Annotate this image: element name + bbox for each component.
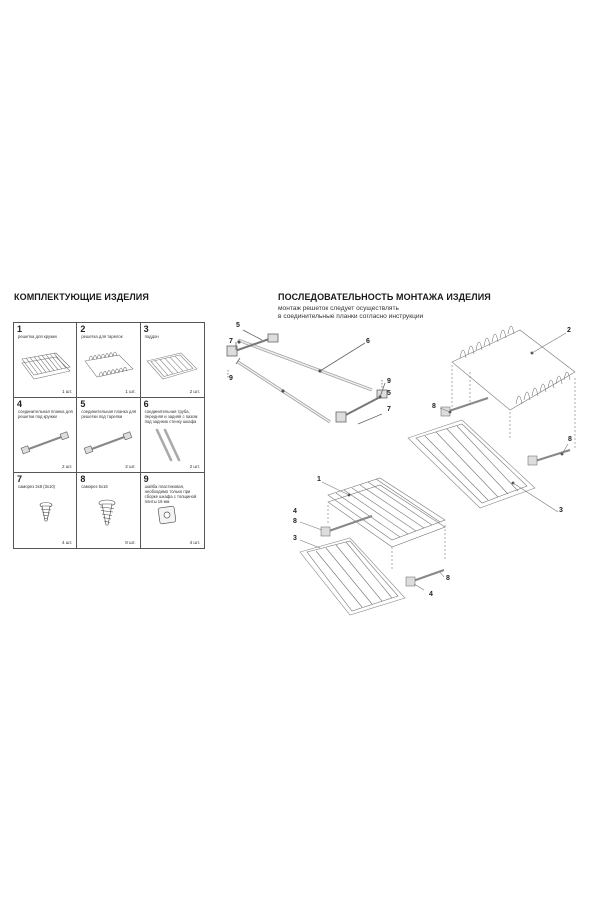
callout-4: 4 xyxy=(293,508,297,515)
callout-5: 5 xyxy=(387,390,391,397)
cup-rack-icon xyxy=(21,352,71,380)
screw-small-icon xyxy=(39,502,53,522)
part-label: саморез 3х8 (3х10) xyxy=(18,484,56,489)
part-number: 8 xyxy=(80,474,86,484)
callout-1: 1 xyxy=(317,476,321,483)
part-number: 3 xyxy=(143,324,149,334)
part-cell-3: 3 поддон 2 шт. xyxy=(140,323,204,398)
callout-7: 7 xyxy=(387,406,391,413)
callout-8: 8 xyxy=(568,436,572,443)
tubes-icon xyxy=(155,428,180,462)
assembly-note: монтаж решеток следует осуществлять в со… xyxy=(278,305,423,322)
part-qty: 1 шт. xyxy=(61,389,73,394)
screw-large-icon xyxy=(99,499,116,526)
callout-4: 4 xyxy=(429,591,433,598)
part-label: решетка для кружек xyxy=(18,334,58,339)
plate-rack-icon xyxy=(84,351,134,378)
plastic-washer-icon xyxy=(157,505,176,525)
part-label: шайба пластиковая, необходимо только при… xyxy=(144,484,197,504)
part-qty: 4 шт. xyxy=(189,540,200,545)
diagram-step-3 xyxy=(299,477,446,616)
part-label: саморез 5х16 xyxy=(81,484,108,489)
callout-9: 9 xyxy=(229,375,233,382)
callout-3: 3 xyxy=(293,535,297,542)
part-number: 6 xyxy=(143,399,149,409)
part-qty: 2 шт. xyxy=(189,464,200,469)
part-qty: 1 шт. xyxy=(125,389,136,394)
callout-6: 6 xyxy=(366,338,370,345)
part-number: 5 xyxy=(80,399,86,409)
callout-9: 9 xyxy=(387,378,391,385)
part-cell-2: 2 решетка для тарелок 1 шт. xyxy=(77,323,141,398)
part-qty: 4 шт. xyxy=(61,540,73,545)
part-number: 2 xyxy=(80,324,86,334)
part-label: соединительная труба, передняя и задняя … xyxy=(144,409,198,424)
part-cell-9: 9 шайба пластиковая, необходимо только п… xyxy=(141,473,204,548)
parts-list: 1 решетка для кружек 1 шт. 2 решетка для… xyxy=(13,322,205,549)
callout-7: 7 xyxy=(229,338,233,345)
right-section-title: ПОСЛЕДОВАТЕЛЬНОСТЬ МОНТАЖА ИЗДЕЛИЯ xyxy=(278,292,491,302)
part-number: 1 xyxy=(17,324,23,334)
part-cell-6: 6 соединительная труба, передняя и задня… xyxy=(140,398,204,473)
callout-3: 3 xyxy=(559,507,563,514)
part-number: 4 xyxy=(17,399,23,409)
part-cell-4: 4 соединительная планка для решетки под … xyxy=(14,398,78,473)
part-qty: 8 шт. xyxy=(125,540,136,545)
connecting-bar-plates-icon xyxy=(84,431,133,455)
part-qty: 2 шт. xyxy=(61,464,73,469)
part-cell-8: 8 саморез 5х16 8 шт. xyxy=(77,473,141,548)
connecting-bar-icon xyxy=(20,431,70,455)
part-cell-1: 1 решетка для кружек 1 шт. xyxy=(14,323,78,398)
part-number: 9 xyxy=(143,474,149,484)
assembly-note-line-2: в соединительные планки согласно инструк… xyxy=(278,313,424,321)
callout-5: 5 xyxy=(236,322,240,329)
part-label: поддон xyxy=(144,334,159,339)
part-label: соединительная планка для решетки под кр… xyxy=(18,409,73,419)
diagram-step-2 xyxy=(407,325,576,513)
part-cell-5: 5 соединительная планка для решетки под … xyxy=(77,398,141,473)
left-section-title: КОМПЛЕКТУЮЩИЕ ИЗДЕЛИЯ xyxy=(14,292,149,302)
callout-2: 2 xyxy=(567,327,571,334)
assembly-note-line-1: монтаж решеток следует осуществлять xyxy=(278,305,399,312)
part-label: решетка для тарелок xyxy=(81,334,123,339)
part-qty: 2 шт. xyxy=(189,389,200,394)
part-number: 7 xyxy=(17,474,23,484)
tray-icon xyxy=(146,352,198,380)
callout-8: 8 xyxy=(446,575,450,582)
part-qty: 2 шт. xyxy=(125,464,136,469)
diagram-step-1 xyxy=(226,329,388,425)
callout-8: 8 xyxy=(432,403,436,410)
part-cell-7: 7 саморез 3х8 (3х10) 4 шт. xyxy=(14,473,78,548)
part-label: соединительная планка для решетки под та… xyxy=(81,409,137,419)
callout-8: 8 xyxy=(293,518,297,525)
